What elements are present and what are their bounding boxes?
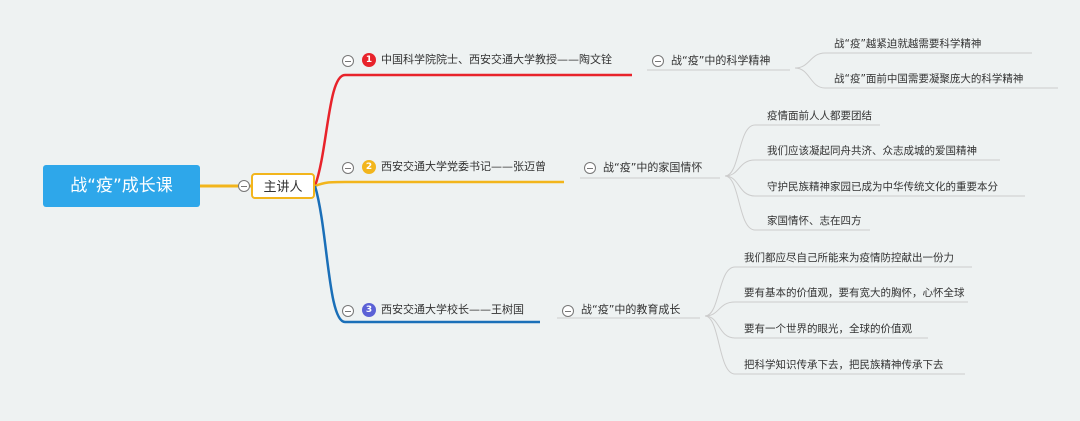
branch-3-point-1[interactable]: 我们都应尽自己所能来为疫情防控献出一份力 xyxy=(744,252,954,264)
branch-2-topic-collapse-toggle[interactable] xyxy=(584,162,596,174)
branch-3-point-2[interactable]: 要有基本的价值观，要有宽大的胸怀，心怀全球 xyxy=(744,287,965,299)
branch-2-point-4-line xyxy=(724,175,870,231)
branch-3-topic-node[interactable]: 战“疫”中的教育成长 xyxy=(581,303,681,316)
branch-2-main-line xyxy=(314,180,564,188)
branch-3-speaker-node[interactable]: 3 西安交通大学校长——王树国 xyxy=(362,302,524,318)
branch-3-main-line xyxy=(313,185,540,324)
branch-2-collapse-toggle[interactable] xyxy=(342,162,354,174)
branch-3-point-4-line xyxy=(704,315,965,375)
branch-2-point-2-line xyxy=(724,159,1000,177)
branch-1-badge: 1 xyxy=(362,53,376,67)
branch-2-point-4[interactable]: 家国情怀、志在四方 xyxy=(767,215,862,227)
branch-2-point-1[interactable]: 疫情面前人人都要团结 xyxy=(767,110,872,122)
branch-3-point-3-line xyxy=(704,315,928,339)
branch-3-point-3[interactable]: 要有一个世界的眼光，全球的价值观 xyxy=(744,323,912,335)
speaker-node[interactable]: 主讲人 xyxy=(251,173,315,199)
branch-1-point-1-line xyxy=(794,52,1032,69)
branch-3-point-1-line xyxy=(704,266,972,317)
branch-2-speaker-label: 西安交通大学党委书记——张迈曾 xyxy=(381,160,546,173)
branch-1-point-1[interactable]: 战“疫”越紧迫就越需要科学精神 xyxy=(834,38,982,50)
root-node[interactable]: 战“疫”成长课 xyxy=(43,165,200,207)
branch-1-topic-node[interactable]: 战“疫”中的科学精神 xyxy=(671,54,771,67)
branch-3-collapse-toggle[interactable] xyxy=(342,305,354,317)
branch-2-point-3-line xyxy=(724,175,1025,197)
branch-1-collapse-toggle[interactable] xyxy=(342,55,354,67)
branch-2-point-2[interactable]: 我们应该凝起同舟共济、众志成城的爱国精神 xyxy=(767,145,977,157)
branch-3-point-4[interactable]: 把科学知识传承下去，把民族精神传承下去 xyxy=(744,359,944,371)
branch-3-topic-collapse-toggle[interactable] xyxy=(562,305,574,317)
branch-1-topic-collapse-toggle[interactable] xyxy=(652,55,664,67)
branch-1-main-line xyxy=(313,73,632,187)
branch-1-speaker-label: 中国科学院院士、西安交通大学教授——陶文铨 xyxy=(381,53,612,66)
branch-2-point-1-line xyxy=(724,124,880,177)
branch-2-badge: 2 xyxy=(362,160,376,174)
branch-3-speaker-label: 西安交通大学校长——王树国 xyxy=(381,303,524,316)
branch-1-speaker-node[interactable]: 1 中国科学院院士、西安交通大学教授——陶文铨 xyxy=(362,52,612,68)
branch-3-point-2-line xyxy=(704,301,968,317)
branch-2-point-3[interactable]: 守护民族精神家园已成为中华传统文化的重要本分 xyxy=(767,181,998,193)
branch-2-speaker-node[interactable]: 2 西安交通大学党委书记——张迈曾 xyxy=(362,159,546,175)
branch-2-topic-node[interactable]: 战“疫”中的家国情怀 xyxy=(603,161,703,174)
branch-1-point-2-line xyxy=(794,67,1058,89)
speaker-collapse-toggle[interactable] xyxy=(238,180,250,192)
branch-1-point-2[interactable]: 战“疫”面前中国需要凝聚庞大的科学精神 xyxy=(834,73,1024,85)
branch-3-badge: 3 xyxy=(362,303,376,317)
